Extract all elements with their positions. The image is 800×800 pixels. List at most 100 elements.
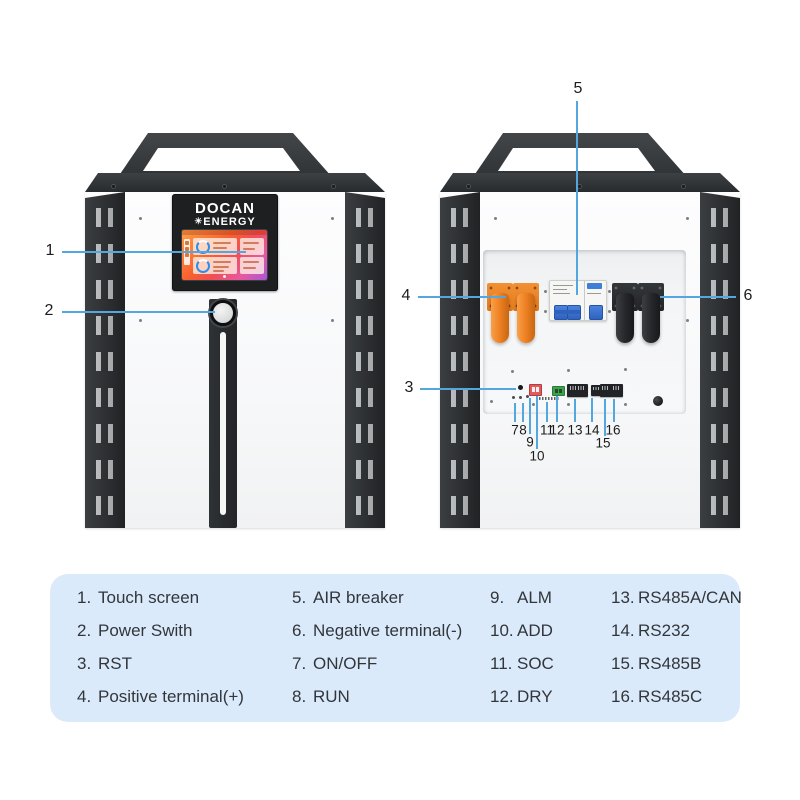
air-breaker[interactable]: [549, 280, 607, 321]
legend-item-rs485b: 15.RS485B: [611, 654, 702, 673]
mounting-rail-right: [345, 192, 385, 528]
dry-contact[interactable]: [552, 386, 565, 396]
callout-line-15: [604, 399, 606, 436]
vent-plug: [653, 396, 663, 406]
legend-item-rs232: 14.RS232: [611, 621, 690, 640]
screw-icon: [139, 319, 142, 322]
callout-number-9: 9: [526, 434, 534, 450]
screw-icon: [494, 217, 497, 220]
callout-number-11: 11: [539, 422, 555, 438]
legend-item-on-off: 7.ON/OFF: [292, 654, 378, 673]
screw-icon: [331, 217, 334, 220]
rs485b-rs485c-port[interactable]: [600, 384, 623, 397]
screw-icon: [624, 403, 627, 406]
callout-line-10: [536, 396, 538, 449]
callout-number-2: 2: [44, 302, 54, 319]
legend-item-power-switch: 2.Power Swith: [77, 621, 193, 640]
callout-line-9: [529, 398, 531, 434]
callout-line-13: [574, 399, 576, 422]
rs232-port[interactable]: [591, 385, 601, 396]
screw-icon: [624, 368, 627, 371]
screw-icon: [139, 217, 142, 220]
positive-terminal-2-boot: [517, 293, 535, 343]
screw-icon: [544, 290, 547, 293]
device-terminal-view: [440, 125, 740, 528]
screw-icon: [578, 185, 581, 188]
screw-icon: [223, 185, 226, 188]
screw-icon: [511, 370, 514, 373]
callout-number-12: 12: [549, 422, 565, 438]
negative-terminal-2-boot: [642, 293, 660, 343]
rst-button[interactable]: [518, 385, 523, 390]
screw-icon: [567, 403, 570, 406]
legend-column-2: 5.AIR breaker 6.Negative terminal(-) 7.O…: [292, 588, 462, 707]
alm-led: [526, 395, 529, 398]
callout-line-6: [660, 296, 736, 298]
callout-number-1: 1: [45, 242, 55, 259]
screen-home-dot: [223, 275, 226, 278]
gauge-icon: [196, 240, 210, 254]
screen-statusbar: [182, 230, 267, 235]
power-strip-slot: [220, 332, 226, 515]
breaker-label: [587, 283, 602, 289]
screw-icon: [686, 217, 689, 220]
add-dip-switch[interactable]: [529, 384, 542, 396]
callout-number-14: 14: [584, 422, 600, 438]
callout-number-5: 5: [573, 80, 583, 97]
mounting-rail-left: [85, 192, 125, 528]
display-panel: DOCAN ☀ENERGY: [172, 194, 278, 291]
breaker-tiebar: [554, 310, 580, 314]
on-off-led: [512, 396, 515, 399]
positive-terminal-1-boot: [491, 293, 509, 343]
power-switch-button[interactable]: [210, 300, 236, 326]
callout-line-7: [514, 403, 516, 422]
screw-icon: [608, 310, 611, 313]
screw-icon: [467, 185, 470, 188]
screw-icon: [567, 369, 570, 372]
legend-panel: 1.Touch screen 2.Power Swith 3.RST 4.Pos…: [50, 574, 742, 722]
gauge-icon: [196, 259, 210, 273]
callout-number-4: 4: [401, 287, 411, 304]
callout-number-7: 7: [511, 422, 519, 438]
touch-screen[interactable]: [182, 230, 267, 280]
legend-item-positive-terminal: 4.Positive terminal(+): [77, 687, 244, 706]
screw-icon: [686, 319, 689, 322]
screen-card: [193, 257, 237, 274]
mounting-rail-right: [700, 192, 740, 528]
sun-icon: ☀: [194, 215, 204, 226]
callout-line-5: [576, 101, 578, 295]
run-led: [519, 396, 522, 399]
screw-icon: [331, 319, 334, 322]
mounting-rail-left: [440, 192, 480, 528]
callout-line-14: [591, 398, 593, 422]
soc-led-row: [539, 397, 559, 400]
screen-card: [240, 238, 264, 255]
callout-line-12: [556, 396, 558, 422]
legend-item-rs485c: 16.RS485C: [611, 687, 703, 706]
brand-logo: DOCAN ☀ENERGY: [172, 201, 278, 228]
screw-icon: [608, 290, 611, 293]
callout-number-15: 15: [595, 435, 611, 451]
breaker-toggle[interactable]: [589, 305, 603, 320]
legend-item-run: 8.RUN: [292, 687, 350, 706]
callout-line-3: [420, 388, 516, 390]
rs485a-can-port[interactable]: [567, 384, 588, 397]
callout-line-11: [546, 402, 548, 422]
legend-item-air-breaker: 5.AIR breaker: [292, 588, 404, 607]
callout-line-4: [418, 296, 506, 298]
screw-icon: [682, 185, 685, 188]
callout-line-1: [62, 251, 246, 253]
legend-item-dry: 12.DRY: [490, 687, 553, 706]
callout-line-2: [62, 311, 215, 313]
screw-icon: [490, 400, 493, 403]
legend-column-4: 13.RS485A/CAN 14.RS232 15.RS485B 16.RS48…: [611, 588, 742, 707]
legend-item-alm: 9.ALM: [490, 588, 552, 607]
callout-number-3: 3: [404, 379, 414, 396]
screen-alert-badge: [255, 231, 265, 234]
screw-icon: [532, 403, 535, 406]
callout-number-6: 6: [743, 287, 753, 304]
callout-line-16: [613, 399, 615, 422]
legend-item-add: 10.ADD: [490, 621, 553, 640]
screen-card: [240, 257, 264, 274]
